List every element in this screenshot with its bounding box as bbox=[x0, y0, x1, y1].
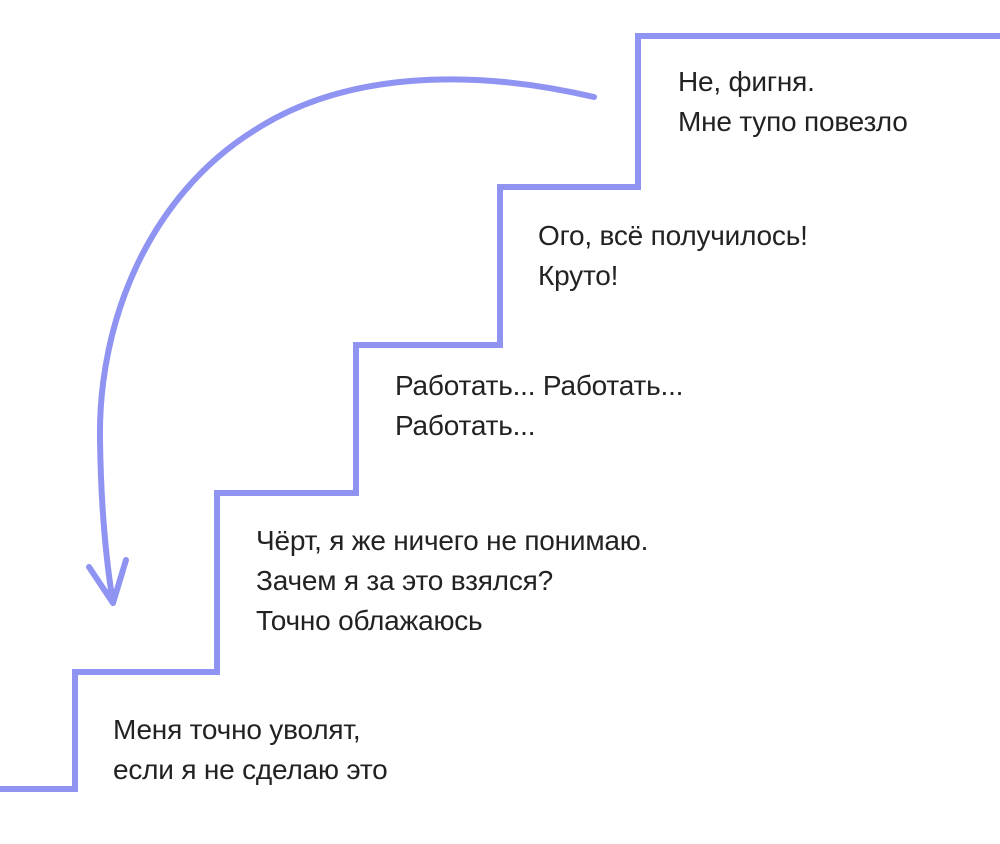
step-4-line-1: Ого, всё получилось! bbox=[538, 220, 808, 251]
step-1-caption: Меня точно уволят, если я не сделаю это bbox=[113, 710, 388, 790]
step-1-line-2: если я не сделаю это bbox=[113, 754, 388, 785]
step-3-caption: Работать... Работать... Работать... bbox=[395, 366, 683, 446]
step-4-line-2: Круто! bbox=[538, 260, 619, 291]
step-5-caption: Не, фигня. Мне тупо повезло bbox=[678, 62, 908, 142]
arrow-head-icon bbox=[86, 557, 129, 606]
step-3-line-1: Работать... Работать... bbox=[395, 370, 684, 401]
staircase-outline bbox=[0, 33, 1000, 792]
step-5-line-2: Мне тупо повезло bbox=[678, 106, 908, 137]
step-2-line-2: Зачем я за это взялся? bbox=[256, 565, 553, 596]
step-2-caption: Чёрт, я же ничего не понимаю. Зачем я за… bbox=[256, 521, 648, 641]
curved-arrow-shaft bbox=[96, 76, 597, 606]
step-3-line-2: Работать... bbox=[395, 410, 536, 441]
step-4-caption: Ого, всё получилось! Круто! bbox=[538, 216, 808, 296]
step-5-line-1: Не, фигня. bbox=[678, 66, 815, 97]
step-2-line-1: Чёрт, я же ничего не понимаю. bbox=[256, 525, 649, 556]
step-2-line-3: Точно облажаюсь bbox=[256, 605, 483, 636]
step-1-line-1: Меня точно уволят, bbox=[113, 714, 361, 745]
